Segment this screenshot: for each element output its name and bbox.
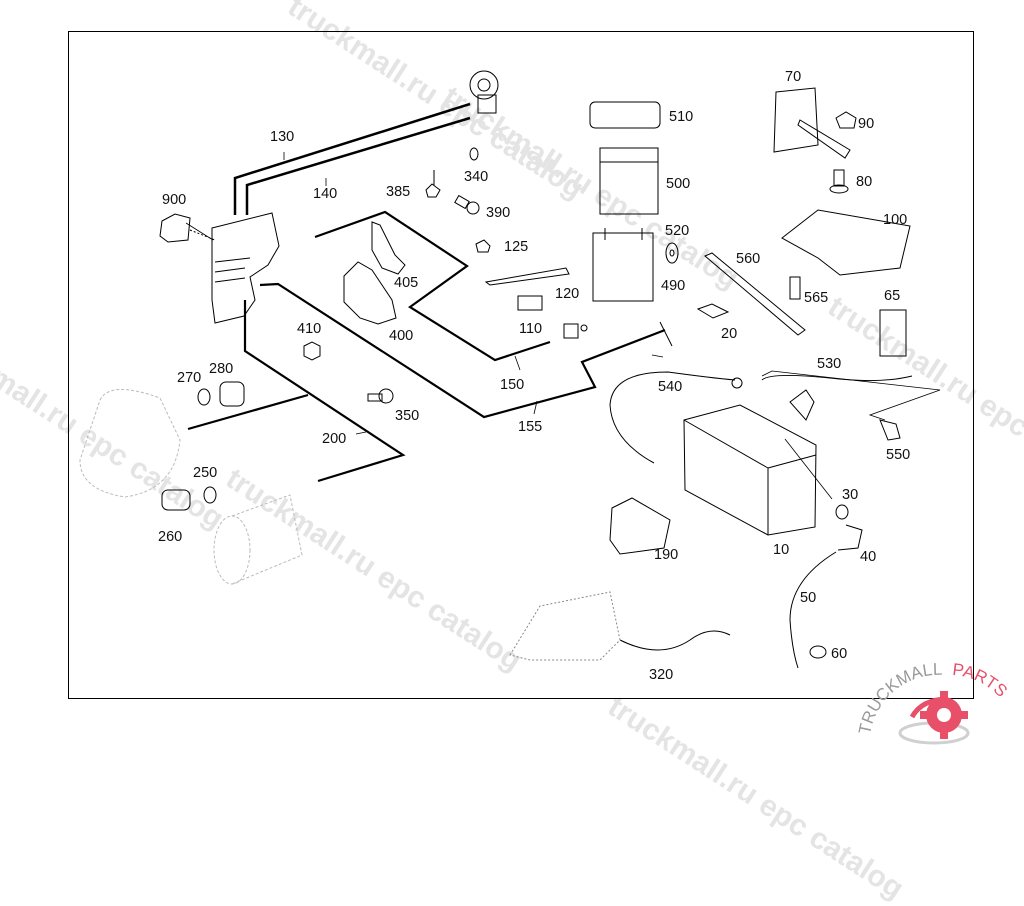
washer-520-icon bbox=[665, 242, 679, 264]
starter-assembly-icon bbox=[509, 591, 621, 661]
part-label-250[interactable]: 250 bbox=[193, 465, 218, 481]
pad-20-icon bbox=[696, 303, 730, 319]
part-label-510[interactable]: 510 bbox=[669, 109, 694, 125]
logo-text-right: PARTS bbox=[951, 660, 1011, 701]
leader-lines bbox=[185, 152, 941, 500]
elbow-40-icon bbox=[837, 524, 863, 551]
truckmall-parts-logo: TRUCKMALL PARTS bbox=[852, 655, 1024, 750]
part-label-40[interactable]: 40 bbox=[860, 549, 877, 565]
bushing-280-icon bbox=[219, 381, 245, 407]
part-label-190[interactable]: 190 bbox=[654, 547, 679, 563]
part-label-60[interactable]: 60 bbox=[831, 646, 848, 662]
terminal-cover-icon bbox=[789, 389, 815, 421]
plug-30-icon bbox=[835, 504, 849, 520]
part-label-140[interactable]: 140 bbox=[313, 186, 338, 202]
part-label-405[interactable]: 405 bbox=[394, 275, 419, 291]
part-label-320[interactable]: 320 bbox=[649, 667, 674, 683]
nut-90-icon bbox=[835, 111, 857, 129]
part-label-410[interactable]: 410 bbox=[297, 321, 322, 337]
part-label-560[interactable]: 560 bbox=[736, 251, 761, 267]
starter-motor-icon bbox=[213, 494, 303, 585]
part-label-350[interactable]: 350 bbox=[395, 408, 420, 424]
part-label-565[interactable]: 565 bbox=[804, 290, 829, 306]
part-label-120[interactable]: 120 bbox=[555, 286, 580, 302]
lead-end-icon bbox=[659, 321, 673, 347]
part-label-30[interactable]: 30 bbox=[842, 487, 859, 503]
alternator-icon bbox=[79, 389, 181, 498]
part-label-20[interactable]: 20 bbox=[721, 326, 738, 342]
terminal-top-icon bbox=[469, 70, 499, 114]
part-label-50[interactable]: 50 bbox=[800, 590, 817, 606]
battery-500-icon bbox=[599, 147, 659, 215]
part-label-80[interactable]: 80 bbox=[856, 174, 873, 190]
housing-400-icon bbox=[343, 261, 397, 325]
cable-upper-loop bbox=[314, 210, 551, 362]
screw-350-icon bbox=[367, 388, 394, 404]
part-label-540[interactable]: 540 bbox=[658, 379, 683, 395]
cable-155 bbox=[259, 282, 666, 419]
part-label-530[interactable]: 530 bbox=[817, 356, 842, 372]
part-label-520[interactable]: 520 bbox=[665, 223, 690, 239]
part-label-130[interactable]: 130 bbox=[270, 129, 295, 145]
gear-logo-icon bbox=[898, 691, 970, 745]
part-label-200[interactable]: 200 bbox=[322, 431, 347, 447]
part-label-280[interactable]: 280 bbox=[209, 361, 234, 377]
diagram-drawing bbox=[79, 70, 941, 669]
part-label-340[interactable]: 340 bbox=[464, 169, 489, 185]
bolt-565-icon bbox=[789, 276, 801, 300]
screw-390-icon bbox=[454, 194, 480, 215]
bolt-340-icon bbox=[469, 147, 479, 161]
part-label-65[interactable]: 65 bbox=[884, 288, 901, 304]
part-label-150[interactable]: 150 bbox=[500, 377, 525, 393]
block-110-icon bbox=[517, 295, 543, 311]
relay-490-icon bbox=[592, 228, 654, 302]
plate-65-icon bbox=[879, 309, 907, 357]
cable-320-icon bbox=[619, 630, 731, 651]
module-190-icon bbox=[609, 497, 671, 555]
part-label-10[interactable]: 10 bbox=[773, 542, 790, 558]
nut-250-icon bbox=[203, 486, 217, 504]
tray-100-icon bbox=[781, 209, 911, 276]
part-label-260[interactable]: 260 bbox=[158, 529, 183, 545]
part-label-490[interactable]: 490 bbox=[661, 278, 686, 294]
hose-50-icon bbox=[789, 551, 837, 669]
part-label-550[interactable]: 550 bbox=[886, 447, 911, 463]
part-label-90[interactable]: 90 bbox=[858, 116, 875, 132]
part-label-390[interactable]: 390 bbox=[486, 205, 511, 221]
nut-410-icon bbox=[303, 341, 321, 361]
cable-140 bbox=[245, 116, 471, 215]
part-label-155[interactable]: 155 bbox=[518, 419, 543, 435]
bushing-260-icon bbox=[161, 489, 191, 511]
grommet-60-icon bbox=[809, 645, 827, 659]
cable-200 bbox=[187, 300, 406, 483]
fuse-box-icon bbox=[211, 212, 280, 324]
bracket-405-icon bbox=[371, 221, 406, 275]
nut-125-icon bbox=[475, 239, 491, 253]
part-label-270[interactable]: 270 bbox=[177, 370, 202, 386]
clip-385-icon bbox=[425, 170, 441, 198]
cable-130 bbox=[233, 102, 471, 215]
diagram-frame bbox=[68, 31, 974, 699]
part-label-125[interactable]: 125 bbox=[504, 239, 529, 255]
part-label-900[interactable]: 900 bbox=[162, 192, 187, 208]
bolt-80-icon bbox=[829, 169, 849, 194]
part-label-70[interactable]: 70 bbox=[785, 69, 802, 85]
clip-550-icon bbox=[879, 419, 901, 441]
connector-900-icon bbox=[159, 213, 216, 243]
svg-text:PARTS: PARTS bbox=[951, 660, 1011, 701]
terminal-150-icon bbox=[563, 323, 588, 339]
cover-510-icon bbox=[589, 101, 661, 129]
cover-70-icon bbox=[773, 87, 851, 159]
strap-120-icon bbox=[484, 267, 570, 286]
battery-10-icon bbox=[683, 404, 817, 536]
cable-530-icon bbox=[761, 374, 913, 382]
cable-540-icon bbox=[609, 371, 743, 464]
part-label-400[interactable]: 400 bbox=[389, 328, 414, 344]
part-label-100[interactable]: 100 bbox=[883, 212, 908, 228]
rail-560-icon bbox=[704, 252, 806, 336]
part-label-500[interactable]: 500 bbox=[666, 176, 691, 192]
part-label-110[interactable]: 110 bbox=[519, 321, 543, 337]
nut-270-icon bbox=[197, 388, 211, 406]
part-label-385[interactable]: 385 bbox=[386, 184, 411, 200]
